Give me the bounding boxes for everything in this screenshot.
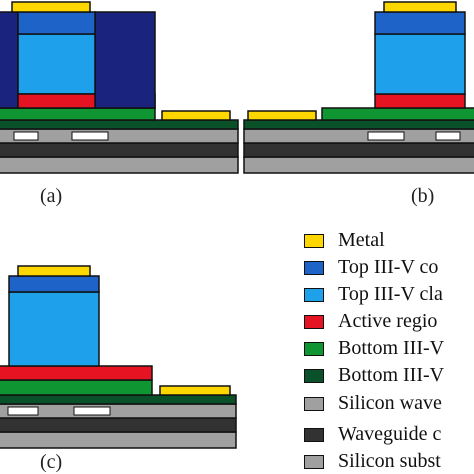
panel-c-bottom-cladding-layer <box>0 379 153 396</box>
panel-b-oxide-gap <box>367 131 405 141</box>
panel-b-active-region <box>374 93 466 109</box>
legend-swatch <box>304 397 324 411</box>
panel-a-implant-left <box>0 11 19 109</box>
legend-label: Top III-V co <box>338 256 439 278</box>
panel-c-top-cladding <box>8 291 100 367</box>
panel-b-bottom-contact-layer <box>243 119 474 130</box>
panel-b-top-cladding <box>374 33 466 95</box>
legend-label: Waveguide c <box>338 423 442 445</box>
legend-label: Silicon wave <box>338 392 442 414</box>
legend-item-waveguide-cladding: Waveguide c <box>300 422 474 448</box>
panel-c-bottom-contact-layer <box>0 394 237 405</box>
legend-item-bottom-cladding: Bottom III-V <box>300 336 474 362</box>
legend-label: Top III-V cla <box>338 283 443 305</box>
panel-b-top-metal-contact <box>383 1 457 13</box>
legend-swatch <box>304 369 324 383</box>
legend-label: Metal <box>338 229 385 251</box>
panel-c-silicon-substrate <box>0 431 237 449</box>
panel-b-silicon-substrate <box>243 156 474 174</box>
panel-b <box>243 1 474 174</box>
panel-c <box>0 265 237 449</box>
caption-b: (b) <box>411 185 435 207</box>
legend-item-silicon-waveguide: Silicon wave <box>300 391 474 417</box>
legend-item-top-contact: Top III-V co <box>300 255 474 281</box>
panel-c-top-metal-contact <box>17 265 91 277</box>
panel-a-bottom-contact-layer <box>0 119 239 130</box>
panel-a-active-center <box>17 93 96 109</box>
legend-swatch <box>304 342 324 356</box>
legend-label: Active regio <box>338 310 438 332</box>
legend-label: Bottom III-V <box>338 364 445 386</box>
panel-a-waveguide-cladding <box>0 142 239 158</box>
panel-b-bottom-cladding-layer <box>321 107 474 121</box>
legend-swatch <box>304 234 324 248</box>
panel-a-silicon-substrate <box>0 156 239 174</box>
panel-c-waveguide-cladding <box>0 417 237 433</box>
panel-a-side-metal-contact <box>161 110 231 121</box>
legend-label: Bottom III-V <box>338 337 445 359</box>
panel-c-oxide-gap <box>7 406 39 416</box>
caption-a: (a) <box>40 185 63 207</box>
panel-a-top-cladding <box>17 33 96 95</box>
legend-label: Silicon subst <box>338 450 441 472</box>
legend: Metal Top III-V co Top III-V cla Active … <box>300 228 474 474</box>
panel-a-oxide-gap <box>71 131 109 141</box>
legend-item-top-cladding: Top III-V cla <box>300 282 474 308</box>
legend-swatch <box>304 261 324 275</box>
panel-b-top-contact-layer <box>374 11 466 35</box>
panel-a-implant-right <box>94 11 156 109</box>
panel-c-top-contact-layer <box>8 275 100 293</box>
legend-item-active-region: Active regio <box>300 309 474 335</box>
panel-a-oxide-gap <box>13 131 39 141</box>
caption-c: (c) <box>40 451 63 473</box>
panel-c-oxide-gap <box>73 406 111 416</box>
legend-item-metal: Metal <box>300 228 474 254</box>
legend-item-silicon-substrate: Silicon subst <box>300 449 474 474</box>
legend-swatch <box>304 288 324 302</box>
panel-b-oxide-gap <box>435 131 461 141</box>
legend-swatch <box>304 455 324 469</box>
panel-c-side-metal-contact <box>159 385 231 396</box>
legend-swatch <box>304 428 324 442</box>
panel-a-top-contact-layer <box>17 11 96 35</box>
panel-a-bottom-cladding-layer <box>0 107 156 121</box>
legend-swatch <box>304 315 324 329</box>
panel-b-side-metal-contact <box>247 110 317 121</box>
panel-a-top-metal-contact <box>11 1 91 13</box>
panel-b-waveguide-cladding <box>243 142 474 158</box>
panel-a <box>0 1 239 174</box>
panel-c-active-region <box>0 365 153 381</box>
legend-item-bottom-contact: Bottom III-V <box>300 363 474 389</box>
